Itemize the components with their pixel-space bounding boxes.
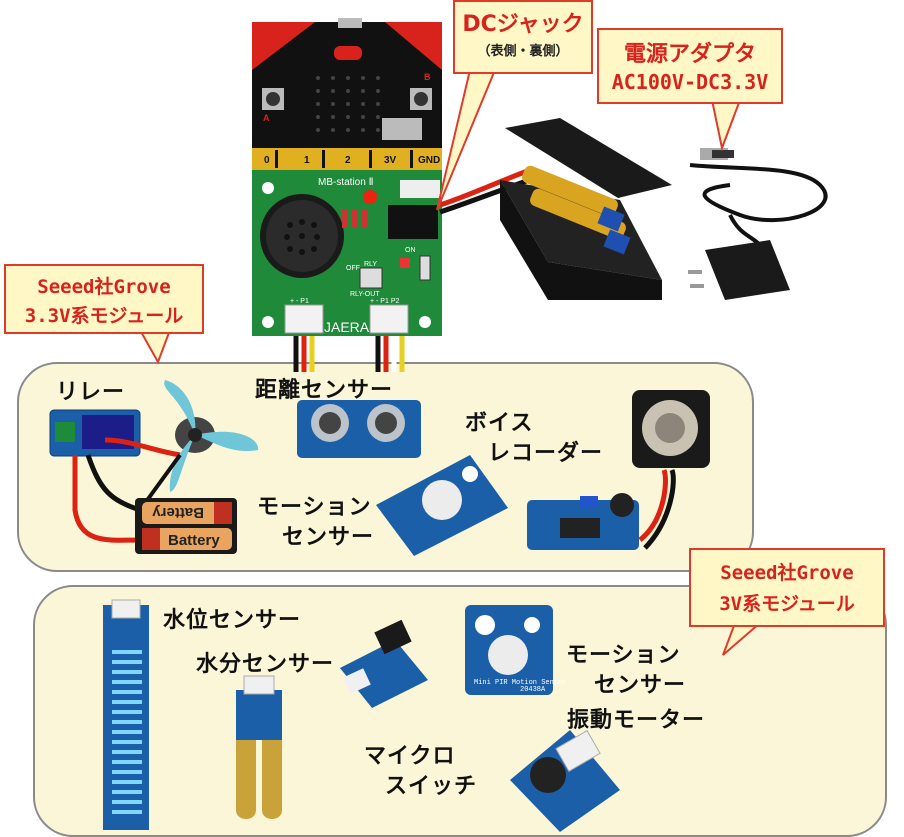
voice-recorder (527, 469, 676, 550)
speaker-box (632, 390, 710, 468)
label-switch-2: スイッチ (385, 774, 478, 799)
label-motion-33v-1: モーション (257, 495, 372, 520)
label-voice-2: レコーダー (488, 441, 604, 466)
label-motion-3v-1: モーション (566, 643, 681, 668)
port-p1-label: + - P1 (290, 298, 309, 305)
pir-board-code: 20438A (520, 686, 546, 694)
rly-out-label: RLY-OUT (350, 291, 380, 298)
pin-gnd: GND (418, 155, 440, 166)
callout-adapter: 電源アダプタ AC100V-DC3.3V (597, 28, 783, 104)
pin-0: 0 (264, 155, 270, 166)
label-voice-1: ボイス (465, 411, 534, 436)
dc-jack-sub: （表側・裏側） (477, 44, 569, 59)
battery-wire-black (439, 175, 536, 215)
adapter-line1: 電源アダプタ (623, 42, 756, 67)
label-distance-sensor: 距離センサー (255, 378, 394, 403)
button-a-label: A (263, 113, 270, 123)
pin-1: 1 (304, 155, 310, 166)
battery-pack-33v (135, 498, 237, 554)
grove3-line1: Seeed社Grove (720, 562, 854, 584)
label-motion-3v-2: センサー (594, 673, 687, 698)
pir-motion-sensor-3v (465, 605, 553, 695)
pin-2: 2 (345, 155, 351, 166)
callout-pointers (138, 69, 763, 656)
label-relay: リレー (56, 380, 126, 405)
button-b-label: B (424, 72, 431, 82)
label-water-level: 水位センサー (163, 608, 302, 633)
ac-adapter (688, 148, 828, 300)
off-label: OFF (346, 265, 360, 272)
pin-3v: 3V (384, 155, 397, 166)
label-motion-33v-2: センサー (282, 525, 375, 550)
board-pin-labels: 0 1 2 3V GND A B (263, 72, 440, 166)
label-vibration: 振動モーター (567, 708, 706, 733)
jaera-label: JAERA (324, 319, 370, 335)
board-wires (293, 335, 405, 372)
relay-module (49, 409, 141, 457)
battery-label-bottom: Battery (168, 532, 220, 549)
grove3-line2: 3V系モジュール (719, 593, 855, 615)
grove33-line1: Seeed社Grove (37, 276, 171, 298)
relay-wire-red (72, 455, 141, 543)
vibration-motor (510, 730, 620, 832)
relay-to-fan (104, 437, 181, 458)
mb-station-text: MB-station Ⅱ JAERA OFF ON RLY RLY-OUT + … (290, 177, 416, 335)
battery-wire-red (439, 167, 531, 208)
microbit-board (252, 18, 442, 182)
moisture-sensor (236, 675, 282, 819)
mb-station-board (252, 170, 442, 336)
callout-dc-jack: DCジャック （表側・裏側） (453, 0, 593, 74)
fan-motor (164, 380, 259, 492)
rly-label: RLY (364, 261, 377, 268)
mb-station-name: MB-station Ⅱ (318, 177, 374, 188)
ultrasonic-sensor (297, 400, 421, 458)
relay-wire-black (85, 454, 141, 513)
battery-holder (500, 118, 672, 300)
port-p2-label: + - P1 P2 (370, 298, 399, 305)
label-switch-1: マイクロ (364, 744, 456, 769)
callout-grove-3v: Seeed社Grove 3V系モジュール (689, 548, 885, 627)
callout-grove-33v: Seeed社Grove 3.3V系モジュール (4, 264, 204, 334)
label-moisture: 水分センサー (196, 652, 335, 677)
micro-switch (340, 619, 428, 708)
battery-label-top: Battery (152, 504, 204, 521)
grove33-line2: 3.3V系モジュール (24, 305, 184, 327)
pir-board-text: Mini PIR Motion Sensor (474, 679, 566, 687)
pir-motion-sensor-33v (376, 455, 508, 556)
adapter-line2: AC100V-DC3.3V (611, 70, 769, 94)
water-level-sensor (103, 599, 149, 830)
on-label: ON (405, 247, 416, 254)
dc-jack-title: DCジャック (462, 12, 584, 37)
